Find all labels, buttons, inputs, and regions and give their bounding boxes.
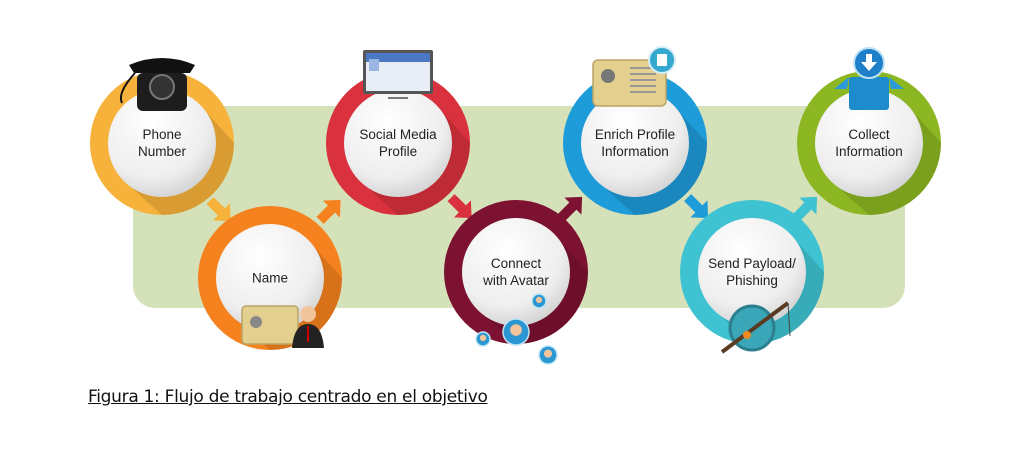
figure-caption: Figura 1: Flujo de trabajo centrado en e… [88,387,488,407]
step-label-line: Social Media [359,127,437,142]
step-4-label: Connect with Avatar [456,255,576,289]
fishing-rod-icon [720,301,791,354]
step-label-line: Phishing [726,273,778,288]
step-label-line: Name [251,270,288,286]
step-5-circle [563,71,707,215]
step-label-line: Enrich Profile [594,127,676,142]
telephone-icon [119,58,195,111]
flow-arrow-1 [206,197,231,222]
monitor-profile-icon [363,50,433,99]
step-3-circle [326,71,470,215]
step-1-circle [90,71,234,215]
avatar-network-icon [475,293,558,365]
step-label-line: Information [601,144,669,159]
download-box-icon [834,47,904,110]
step-7-circle [797,71,941,215]
step-label-line: Profile [378,144,418,159]
flow-arrow-2 [316,199,341,224]
id-card-edit-icon [592,46,676,107]
step-label-line: Phone [142,127,182,142]
id-card-person-icon [241,305,324,348]
step-6-label: Send Payload/Phishing [692,255,812,289]
flow-arrow-4 [558,196,583,221]
flow-arrow-6 [793,196,818,221]
flow-arrow-3 [447,194,472,219]
step-label-line: Number [137,144,186,159]
flow-arrow-5 [684,194,709,219]
step-2-label: Name [210,270,330,287]
step-label-line: Send Payload/ [708,256,796,271]
step-label-line: Connect [490,256,542,271]
step-label-line: Information [835,144,903,159]
step-label-line: with Avatar [483,273,549,288]
step-label-line: Collect [848,127,890,142]
